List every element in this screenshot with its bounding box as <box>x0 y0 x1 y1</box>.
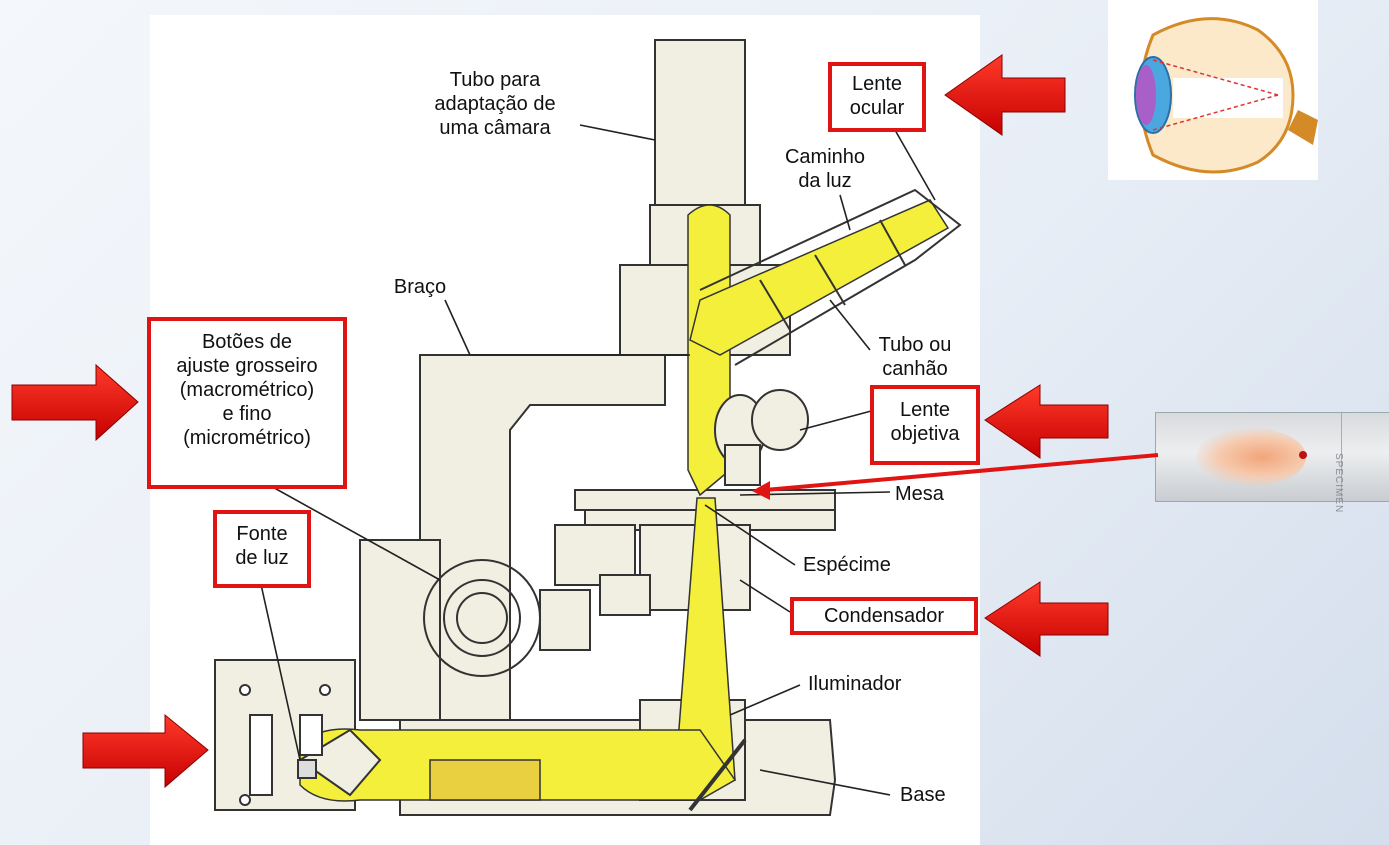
label-light-path: Caminho da luz <box>784 146 866 192</box>
label-illuminator: Iluminador <box>808 673 902 695</box>
glass-slide-photo: SPECIMEN <box>1155 412 1389 513</box>
label-objective-lens: Lente objetiva <box>890 399 960 445</box>
camera-tube <box>654 39 746 221</box>
box-ocular <box>828 62 926 132</box>
light-path-ocular <box>689 199 950 356</box>
box-adjust-knobs <box>147 317 347 489</box>
label-ocular-lens: Lente ocular <box>849 73 905 119</box>
label-stage: Mesa <box>895 483 944 505</box>
slide-specimen-text: SPECIMEN <box>1333 453 1344 514</box>
label-condenser: Condensador <box>823 605 945 627</box>
label-adjust-knobs: Botões de ajuste grosseiro (macrométrico… <box>176 331 318 449</box>
box-light-source <box>213 510 311 588</box>
label-camera-tube: Tubo para adaptação de uma câmara <box>434 69 556 139</box>
box-condenser <box>790 597 978 635</box>
box-objective <box>870 385 980 465</box>
label-specimen: Espécime <box>803 554 891 576</box>
label-arm: Braço <box>393 276 447 298</box>
label-light-source: Fonte de luz <box>235 523 289 569</box>
label-tube-barrel: Tubo ou canhão <box>878 334 952 380</box>
focus-knob <box>423 559 541 677</box>
eye-illustration <box>1108 0 1318 180</box>
label-base: Base <box>900 784 946 806</box>
